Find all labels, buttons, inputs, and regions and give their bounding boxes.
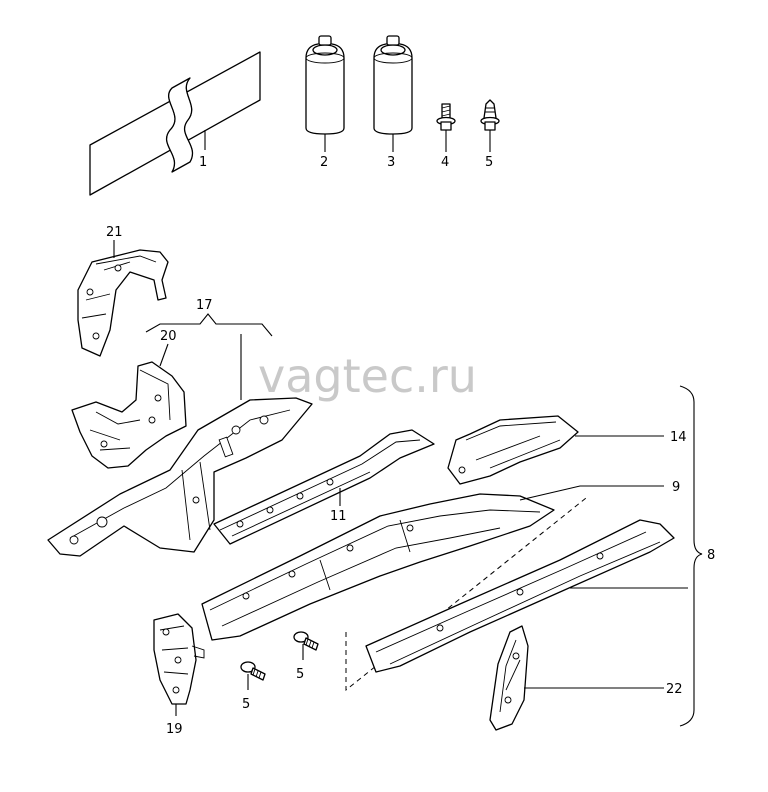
assembly-outline xyxy=(345,497,587,692)
callout-8[interactable]: 8 xyxy=(707,548,715,563)
callout-3[interactable]: 3 xyxy=(387,155,395,170)
callout-9[interactable]: 9 xyxy=(672,480,680,495)
callout-4[interactable]: 4 xyxy=(441,155,449,170)
callout-14[interactable]: 14 xyxy=(670,430,687,445)
part-20-bracket[interactable] xyxy=(71,361,187,469)
part-14-extension[interactable] xyxy=(447,415,579,485)
callout-21[interactable]: 21 xyxy=(106,225,123,240)
callout-17[interactable]: 17 xyxy=(196,298,213,313)
callout-19[interactable]: 19 xyxy=(166,722,183,737)
callout-11[interactable]: 11 xyxy=(330,509,347,524)
part-3-spray-can[interactable] xyxy=(373,35,413,135)
part-5-clip[interactable] xyxy=(480,99,500,131)
part-4-bolt[interactable] xyxy=(436,103,456,131)
part-2-spray-can[interactable] xyxy=(305,35,345,135)
part-9-main-member[interactable] xyxy=(201,493,555,641)
bracket-8 xyxy=(679,385,703,727)
part-1-tape[interactable] xyxy=(89,51,261,196)
part-21-bracket[interactable] xyxy=(77,249,169,357)
part-5-screw-lower[interactable] xyxy=(240,661,266,681)
leader-9 xyxy=(519,485,664,501)
part-22-closing-panel[interactable] xyxy=(489,625,529,731)
watermark-text: vagtec.ru xyxy=(258,349,477,403)
callout-2[interactable]: 2 xyxy=(320,155,328,170)
callout-5a[interactable]: 5 xyxy=(485,155,493,170)
part-11-reinforcement[interactable] xyxy=(213,429,435,545)
bracket-17 xyxy=(145,313,273,337)
part-17-front-member[interactable] xyxy=(47,397,313,557)
part-8-sill-member[interactable] xyxy=(365,519,675,673)
callout-5c[interactable]: 5 xyxy=(296,667,304,682)
callout-22[interactable]: 22 xyxy=(666,682,683,697)
callout-5b[interactable]: 5 xyxy=(242,697,250,712)
leader-20 xyxy=(159,343,169,367)
callout-1[interactable]: 1 xyxy=(199,155,207,170)
callout-20[interactable]: 20 xyxy=(160,329,177,344)
part-5-screw-middle[interactable] xyxy=(293,631,319,651)
part-19-bracket-plate[interactable] xyxy=(153,613,205,705)
